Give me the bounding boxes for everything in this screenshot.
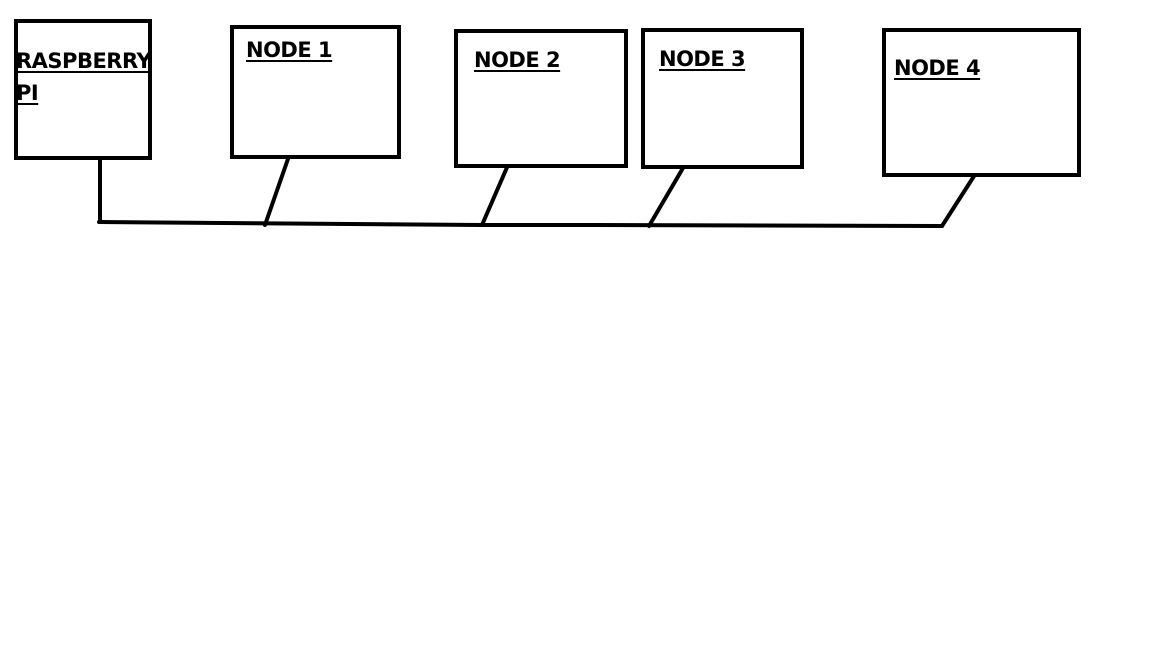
- node-2-box: [454, 29, 628, 168]
- connector-node-4: [940, 171, 978, 228]
- bus-line: [97, 220, 944, 228]
- node-2-label: NODE 2: [474, 48, 561, 72]
- node-3-label: NODE 3: [659, 47, 746, 71]
- node-3-box: [641, 28, 804, 169]
- connector-node-2: [480, 163, 510, 227]
- node-4-label: NODE 4: [894, 56, 981, 80]
- raspberry-pi-box: [14, 19, 152, 160]
- connector-node-3: [647, 166, 685, 228]
- node-4-box: [882, 28, 1081, 177]
- node-1-label: NODE 1: [246, 38, 333, 62]
- raspberry-pi-label: RASPBERRY PI: [16, 49, 152, 105]
- connector-node-1: [263, 154, 291, 227]
- node-1-box: [230, 25, 401, 159]
